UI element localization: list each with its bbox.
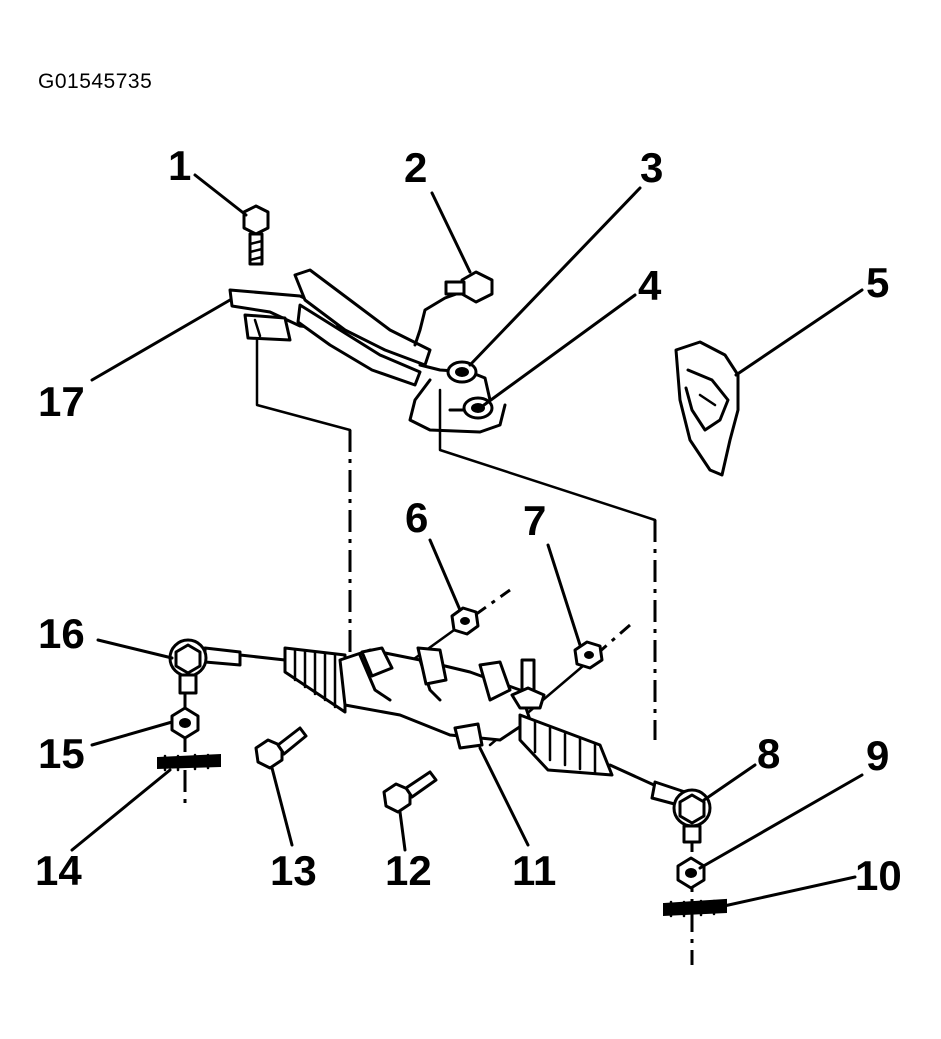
callout-10: 10 — [855, 852, 902, 899]
clip-icon — [446, 360, 494, 420]
callout-labels: 1 2 3 4 5 6 7 8 9 10 11 12 13 14 15 16 1… — [35, 142, 902, 899]
callout-16: 16 — [38, 610, 85, 657]
callout-6: 6 — [405, 494, 428, 541]
callout-9: 9 — [866, 732, 889, 779]
nut-icon — [450, 606, 480, 636]
callout-8: 8 — [757, 730, 780, 777]
callout-4: 4 — [638, 262, 662, 309]
callout-14: 14 — [35, 847, 82, 894]
bolt-icon — [444, 270, 494, 304]
callout-3: 3 — [640, 144, 663, 191]
callout-2: 2 — [404, 144, 427, 191]
callout-17: 17 — [38, 378, 85, 425]
figure-id: G01545735 — [38, 70, 153, 93]
boot-icon — [674, 340, 740, 477]
bolt-icon — [254, 726, 308, 770]
tie-rod-end-icon — [672, 788, 712, 844]
bolt-icon — [382, 770, 438, 814]
callout-12: 12 — [385, 847, 432, 894]
nut-icon — [676, 856, 706, 890]
nut-icon — [573, 640, 604, 670]
tie-rod-end-icon — [168, 638, 208, 695]
callout-1: 1 — [168, 142, 191, 189]
steering-rack — [203, 646, 687, 808]
bolt-icon — [242, 204, 270, 266]
clip-icon — [157, 753, 221, 772]
callout-7: 7 — [523, 497, 546, 544]
callout-15: 15 — [38, 730, 85, 777]
callout-13: 13 — [270, 847, 317, 894]
clip-icon — [663, 898, 727, 918]
callout-5: 5 — [866, 259, 889, 306]
nut-icon — [170, 706, 200, 740]
leader-lines — [70, 173, 864, 908]
pipe-icon — [293, 268, 507, 434]
callout-11: 11 — [512, 847, 556, 894]
